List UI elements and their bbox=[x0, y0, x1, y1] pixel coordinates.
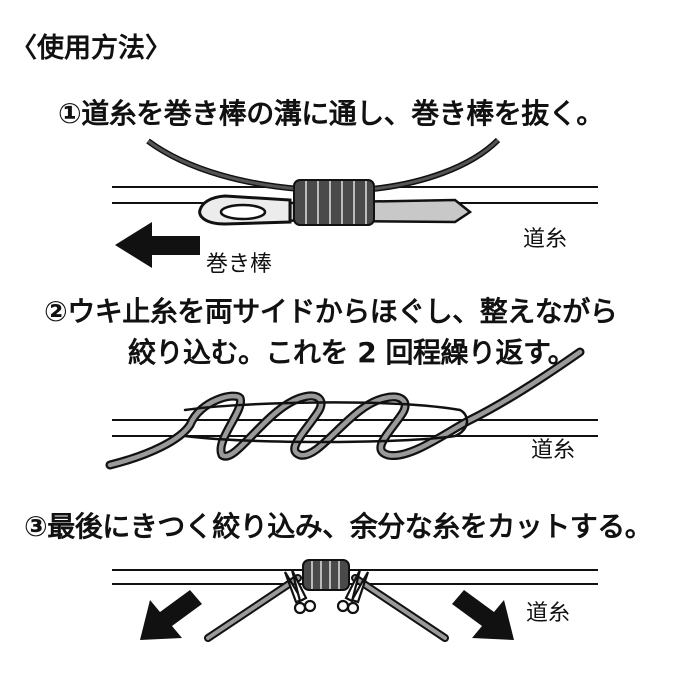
step-3-instruction: ③最後にきつく絞り込み、余分な糸をカットする。 bbox=[24, 510, 653, 543]
spiral-thread bbox=[105, 347, 585, 470]
thread-ends bbox=[204, 574, 449, 642]
arrow-down-left-icon bbox=[140, 590, 202, 640]
page-heading: 〈使用方法〉 bbox=[10, 33, 172, 64]
step-2-illustration bbox=[105, 347, 598, 470]
scissors-icon bbox=[336, 569, 370, 615]
step-1-illustration bbox=[112, 137, 598, 268]
arrow-down-right-icon bbox=[452, 590, 514, 640]
coil-wraps bbox=[293, 179, 375, 226]
main-line-label-step-3: 道糸 bbox=[526, 601, 571, 626]
winding-rod-label: 巻き棒 bbox=[206, 252, 273, 277]
main-line-label-step-2: 道糸 bbox=[531, 438, 576, 463]
step-2-instruction-line-1: ②ウキ止糸を両サイドからほぐし、整えながら bbox=[44, 295, 618, 328]
tight-knot bbox=[302, 559, 350, 591]
main-line-label-step-1: 道糸 bbox=[523, 227, 568, 252]
scissors-icon bbox=[283, 569, 317, 615]
step-2-instruction-line-2: 絞り込む。これを 2 回程繰り返す。 bbox=[128, 336, 576, 369]
step-3-illustration bbox=[112, 559, 598, 642]
step-1-instruction: ①道糸を巻き棒の溝に通し、巻き棒を抜く。 bbox=[58, 97, 604, 130]
arrow-left-icon bbox=[115, 222, 200, 268]
